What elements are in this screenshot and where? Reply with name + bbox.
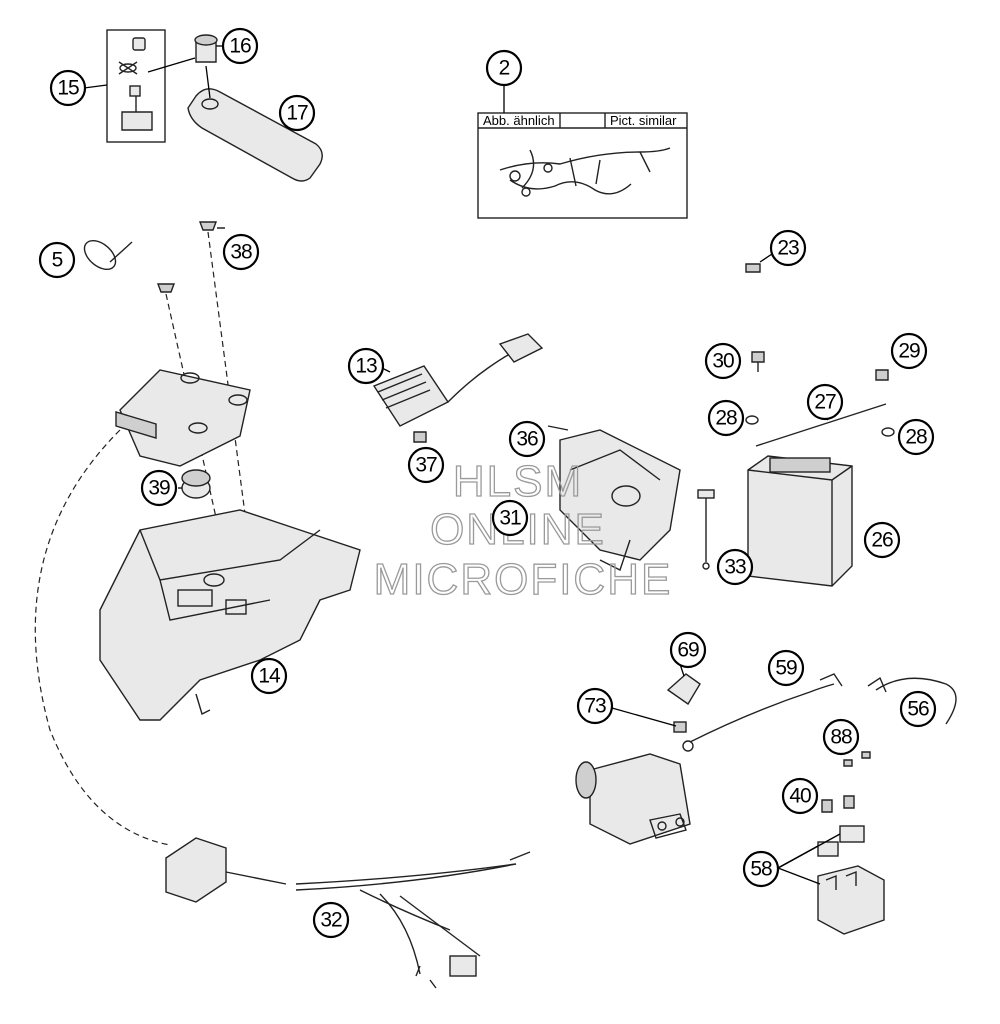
callout-73: 73 bbox=[576, 687, 614, 725]
callout-37: 37 bbox=[407, 446, 445, 484]
part-59-cable bbox=[682, 673, 843, 752]
callout-32: 32 bbox=[312, 901, 350, 939]
part-58-relays bbox=[777, 825, 885, 935]
svg-text:17: 17 bbox=[286, 102, 308, 125]
svg-text:16: 16 bbox=[229, 35, 251, 58]
part-16-cap bbox=[194, 34, 218, 63]
callout-58: 58 bbox=[742, 850, 780, 888]
watermark-line-3: MICROFICHE bbox=[374, 555, 673, 604]
callout-26: 26 bbox=[863, 521, 901, 559]
svg-text:88: 88 bbox=[830, 726, 852, 749]
callout-69: 69 bbox=[669, 631, 707, 669]
callout-14: 14 bbox=[250, 657, 288, 695]
svg-text:29: 29 bbox=[898, 340, 920, 363]
svg-text:13: 13 bbox=[355, 355, 377, 378]
part-17-bracket bbox=[187, 65, 323, 182]
svg-text:14: 14 bbox=[258, 665, 281, 688]
callout-36: 36 bbox=[508, 420, 546, 458]
svg-text:28: 28 bbox=[905, 426, 927, 449]
svg-text:59: 59 bbox=[775, 657, 797, 680]
callout-39: 39 bbox=[140, 469, 178, 507]
callout-13: 13 bbox=[347, 347, 385, 385]
svg-text:2: 2 bbox=[499, 57, 510, 80]
callout-16: 16 bbox=[221, 27, 259, 65]
part-37-screw bbox=[413, 431, 427, 443]
callout-5: 5 bbox=[38, 241, 76, 279]
svg-text:39: 39 bbox=[148, 477, 170, 500]
callout-2: 2 bbox=[485, 49, 523, 87]
part-28-washers bbox=[745, 415, 895, 437]
part-32-harness bbox=[165, 837, 531, 989]
svg-text:58: 58 bbox=[750, 858, 772, 881]
harness-label-en: Pict. similar bbox=[610, 113, 677, 128]
part-40-fuses bbox=[821, 795, 855, 813]
part-30-screw bbox=[751, 351, 765, 372]
svg-text:5: 5 bbox=[52, 249, 63, 272]
svg-text:73: 73 bbox=[584, 695, 606, 718]
svg-text:31: 31 bbox=[499, 507, 521, 530]
part-5-cable-tie bbox=[83, 239, 133, 271]
callout-17: 17 bbox=[278, 94, 316, 132]
svg-text:69: 69 bbox=[677, 639, 699, 662]
svg-text:30: 30 bbox=[712, 350, 734, 373]
svg-text:28: 28 bbox=[715, 407, 737, 430]
part-88-screws bbox=[843, 751, 871, 767]
part-29-screw bbox=[875, 369, 889, 381]
harness-label-de: Abb. ähnlich bbox=[483, 113, 555, 128]
part-56-cable bbox=[867, 676, 957, 725]
svg-text:37: 37 bbox=[415, 454, 437, 477]
starter-motor bbox=[575, 753, 691, 845]
callout-88: 88 bbox=[822, 718, 860, 756]
svg-text:56: 56 bbox=[907, 698, 929, 721]
callout-27: 27 bbox=[806, 383, 844, 421]
part-31-battery-box bbox=[559, 429, 681, 571]
part-73-nut bbox=[611, 707, 687, 733]
callout-56: 56 bbox=[899, 690, 937, 728]
part-2-harness-box: Abb. ähnlich Pict. similar bbox=[477, 85, 688, 219]
callout-15: 15 bbox=[49, 69, 87, 107]
svg-text:15: 15 bbox=[57, 77, 79, 100]
part-39-grommet bbox=[181, 469, 211, 499]
part-36-screw bbox=[547, 425, 569, 431]
svg-text:40: 40 bbox=[789, 785, 811, 808]
svg-text:26: 26 bbox=[871, 529, 893, 552]
callout-33: 33 bbox=[716, 548, 754, 586]
watermark-line-1: HLSM bbox=[453, 457, 583, 506]
part-14-holder bbox=[99, 509, 361, 721]
callout-29: 29 bbox=[890, 332, 928, 370]
svg-text:27: 27 bbox=[814, 391, 836, 414]
callout-40: 40 bbox=[781, 777, 819, 815]
svg-text:32: 32 bbox=[320, 909, 342, 932]
callout-23: 23 bbox=[769, 229, 807, 267]
callout-28-left: 28 bbox=[707, 399, 745, 437]
part-13-regulator bbox=[372, 333, 544, 427]
part-69-cover bbox=[666, 663, 701, 706]
part-33-strap bbox=[697, 489, 715, 570]
callout-59: 59 bbox=[767, 649, 805, 687]
svg-text:33: 33 bbox=[724, 556, 746, 579]
callout-31: 31 bbox=[491, 499, 529, 537]
svg-text:23: 23 bbox=[777, 237, 799, 260]
part-15-inset bbox=[106, 29, 196, 143]
ecu-cable-path bbox=[34, 429, 171, 846]
part-26-battery bbox=[747, 455, 853, 587]
callout-28-right: 28 bbox=[897, 418, 935, 456]
ecu-unit bbox=[115, 369, 251, 467]
part-23-clip bbox=[745, 253, 773, 273]
callout-38: 38 bbox=[222, 233, 260, 271]
svg-text:38: 38 bbox=[230, 241, 252, 264]
svg-text:36: 36 bbox=[516, 428, 538, 451]
callout-30: 30 bbox=[704, 342, 742, 380]
